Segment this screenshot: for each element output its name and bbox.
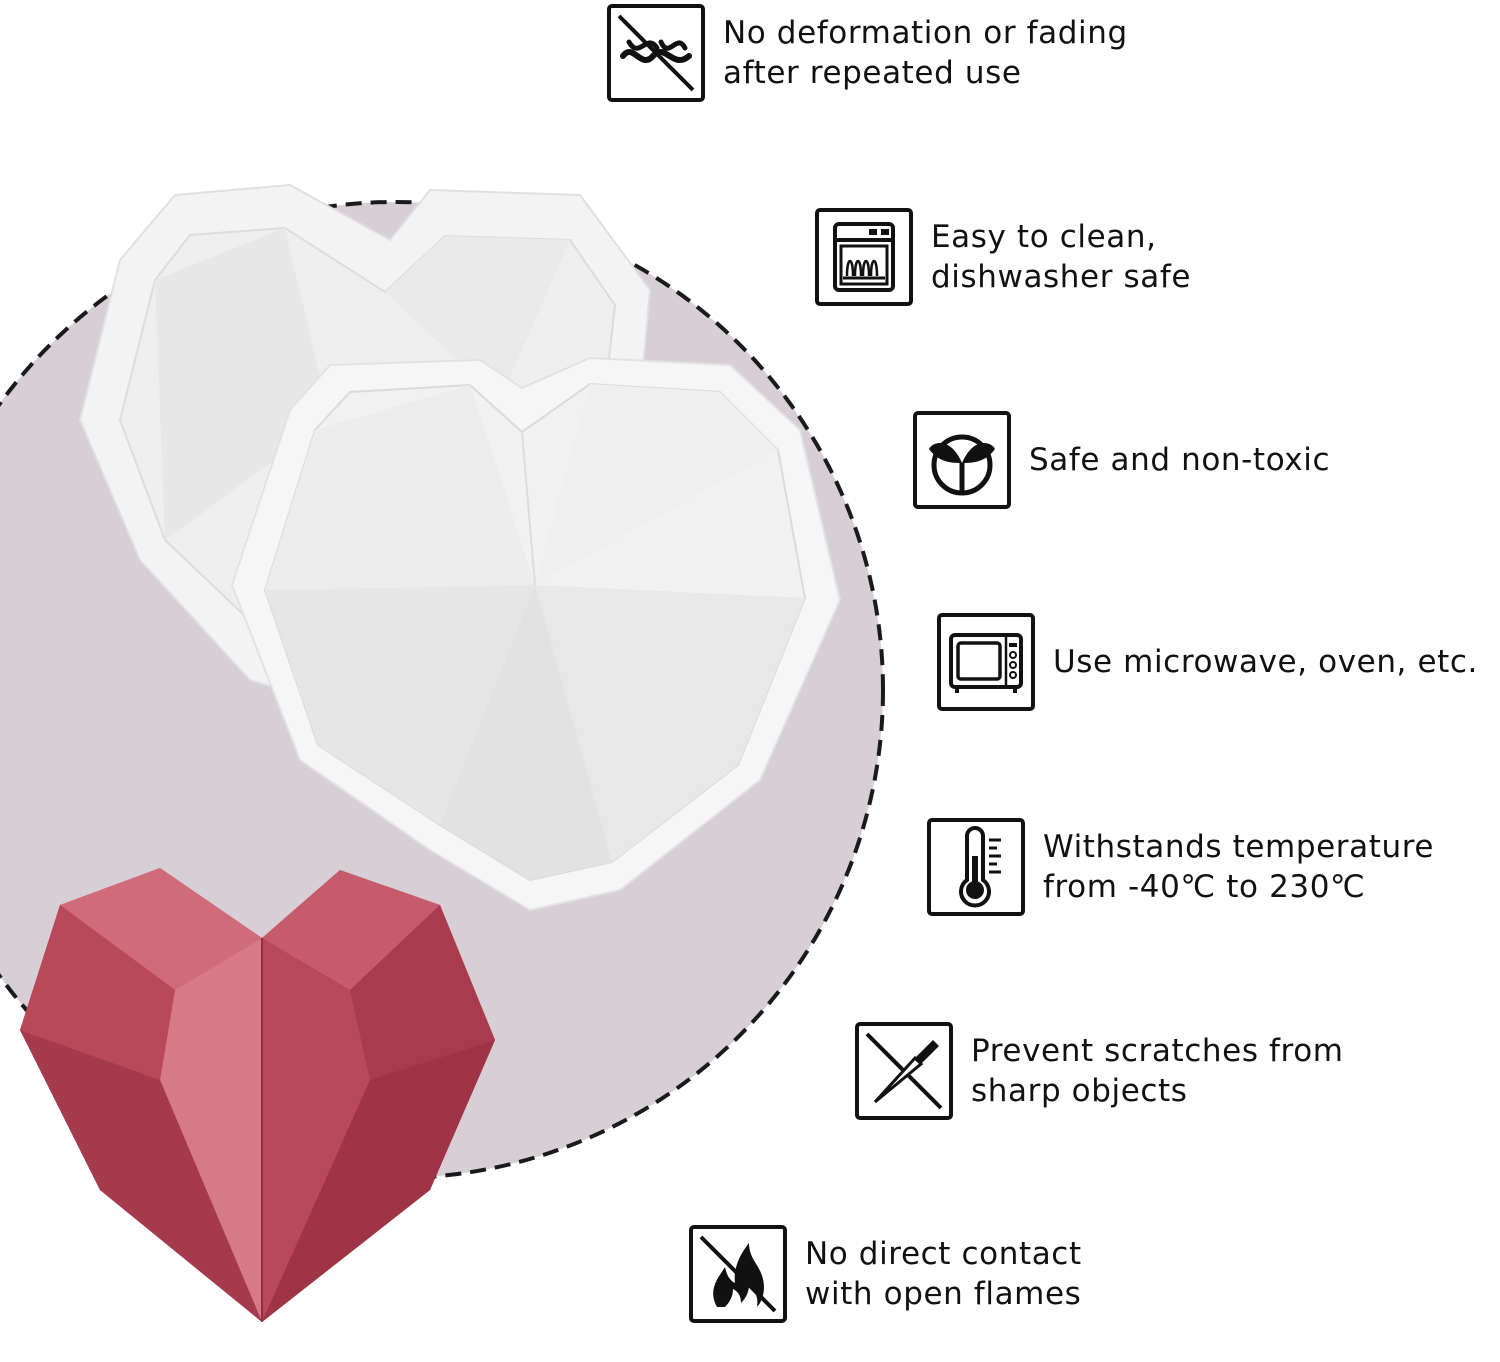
feature-no-open-flames: No direct contact with open flames bbox=[689, 1225, 1082, 1323]
microwave-icon bbox=[937, 613, 1035, 711]
no-flame-icon bbox=[689, 1225, 787, 1323]
feature-line: dishwasher safe bbox=[931, 259, 1192, 295]
silicone-mold-front bbox=[231, 357, 841, 911]
feature-line: from -40℃ to 230℃ bbox=[1043, 869, 1366, 905]
feature-line: with open flames bbox=[805, 1276, 1082, 1312]
feature-line: sharp objects bbox=[971, 1073, 1188, 1109]
feature-non-toxic: Safe and non-toxic bbox=[913, 411, 1330, 509]
no-deformation-icon bbox=[607, 4, 705, 102]
eco-leaf-icon bbox=[913, 411, 1011, 509]
feature-temperature-range: Withstands temperature from -40℃ to 230℃ bbox=[927, 818, 1434, 916]
feature-line: Easy to clean, bbox=[931, 219, 1157, 255]
feature-line: Safe and non-toxic bbox=[1029, 442, 1331, 478]
feature-line: No deformation or fading bbox=[723, 15, 1128, 51]
feature-dishwasher-safe: Easy to clean, dishwasher safe bbox=[815, 208, 1191, 306]
feature-text: Prevent scratches from sharp objects bbox=[971, 1031, 1344, 1111]
feature-text: Withstands temperature from -40℃ to 230℃ bbox=[1043, 827, 1434, 907]
feature-microwave-oven: Use microwave, oven, etc. bbox=[937, 613, 1478, 711]
chocolate-heart bbox=[20, 868, 495, 1322]
feature-text: No direct contact with open flames bbox=[805, 1234, 1082, 1314]
feature-line: Withstands temperature bbox=[1043, 829, 1435, 865]
feature-text: No deformation or fading after repeated … bbox=[723, 13, 1128, 93]
feature-no-sharp-objects: Prevent scratches from sharp objects bbox=[855, 1022, 1344, 1120]
no-knife-icon bbox=[855, 1022, 953, 1120]
dishwasher-icon bbox=[815, 208, 913, 306]
feature-line: Prevent scratches from bbox=[971, 1033, 1344, 1069]
feature-line: No direct contact bbox=[805, 1236, 1082, 1272]
feature-line: after repeated use bbox=[723, 55, 1022, 91]
feature-text: Easy to clean, dishwasher safe bbox=[931, 217, 1191, 297]
feature-text: Safe and non-toxic bbox=[1029, 440, 1330, 480]
feature-no-deformation: No deformation or fading after repeated … bbox=[607, 4, 1128, 102]
feature-line: Use microwave, oven, etc. bbox=[1053, 644, 1478, 680]
feature-text: Use microwave, oven, etc. bbox=[1053, 642, 1478, 682]
thermometer-icon bbox=[927, 818, 1025, 916]
